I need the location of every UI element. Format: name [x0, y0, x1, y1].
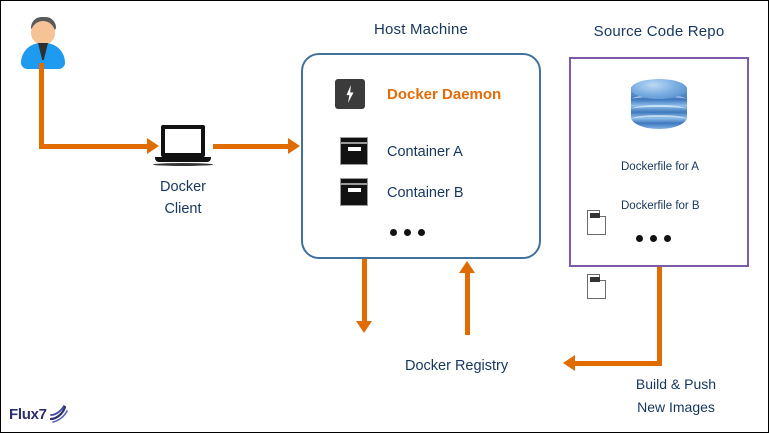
container-slot: [348, 188, 361, 192]
connector-user-to-client-horizontal: [39, 144, 149, 149]
person-head: [31, 21, 55, 45]
container-slot: [348, 147, 361, 151]
dot: [636, 235, 643, 242]
dot: [390, 229, 397, 236]
container-lid: [340, 137, 368, 143]
dot: [650, 235, 657, 242]
arrowhead-to-registry: [356, 321, 372, 333]
database-ring: [632, 105, 686, 113]
connector-client-to-host: [213, 144, 289, 149]
docker-registry-label: Docker Registry: [405, 358, 509, 374]
docker-daemon-label: Docker Daemon: [387, 86, 502, 103]
dockerfile-a-icon: [587, 210, 606, 235]
docker-daemon-icon: [335, 79, 365, 109]
client-label-line1: Docker: [160, 179, 206, 195]
connector-repo-to-registry-horizontal: [575, 361, 662, 366]
database-top: [631, 79, 687, 99]
doc-fold-corner: [599, 274, 606, 281]
person-collar: [38, 43, 48, 60]
container-body: [340, 184, 368, 206]
flux7-logo: Flux7: [9, 405, 68, 423]
dockerfile-b-icon: [587, 274, 606, 299]
container-lid: [340, 178, 368, 184]
arrowhead-build-push: [563, 355, 575, 371]
container-b-icon: [340, 178, 368, 206]
doc-header-bar: [590, 213, 600, 218]
build-push-label-line1: Build & Push: [635, 376, 717, 392]
swoosh-icon: [49, 405, 68, 423]
laptop-screen: [161, 125, 205, 157]
doc-fold-corner: [599, 210, 606, 217]
host-machine-title: Host Machine: [373, 21, 469, 38]
dockerfile-a-label: Dockerfile for A: [621, 161, 699, 173]
connector-user-to-client-vertical: [39, 63, 44, 149]
container-body: [340, 143, 368, 165]
build-push-label-line2: New Images: [637, 399, 715, 415]
container-b-label: Container B: [387, 185, 464, 201]
dot: [664, 235, 671, 242]
doc-header-bar: [590, 277, 600, 282]
connector-repo-down: [657, 267, 662, 366]
laptop-base: [155, 157, 211, 162]
arrowhead-to-host-from-registry: [459, 261, 475, 273]
database-cylinder-icon: [631, 79, 687, 135]
laptop-icon: [153, 125, 213, 171]
flux7-logo-text: Flux7: [9, 405, 47, 423]
arrowhead-to-host: [288, 138, 300, 154]
container-a-icon: [340, 137, 368, 165]
dockerfile-b-label: Dockerfile for B: [621, 200, 700, 212]
database-ring: [632, 115, 686, 123]
source-code-repo-title: Source Code Repo: [593, 23, 725, 40]
lightning-bolt-icon: [346, 85, 354, 103]
repo-more-indicator: [636, 235, 671, 242]
connector-host-to-registry: [362, 259, 367, 323]
client-label-line2: Client: [164, 201, 202, 217]
connector-registry-to-host: [465, 273, 470, 335]
laptop-shadow: [153, 163, 213, 166]
dot: [404, 229, 411, 236]
container-a-label: Container A: [387, 144, 463, 160]
dot: [418, 229, 425, 236]
host-more-indicator: [390, 229, 425, 236]
arrowhead-to-client: [147, 138, 159, 154]
